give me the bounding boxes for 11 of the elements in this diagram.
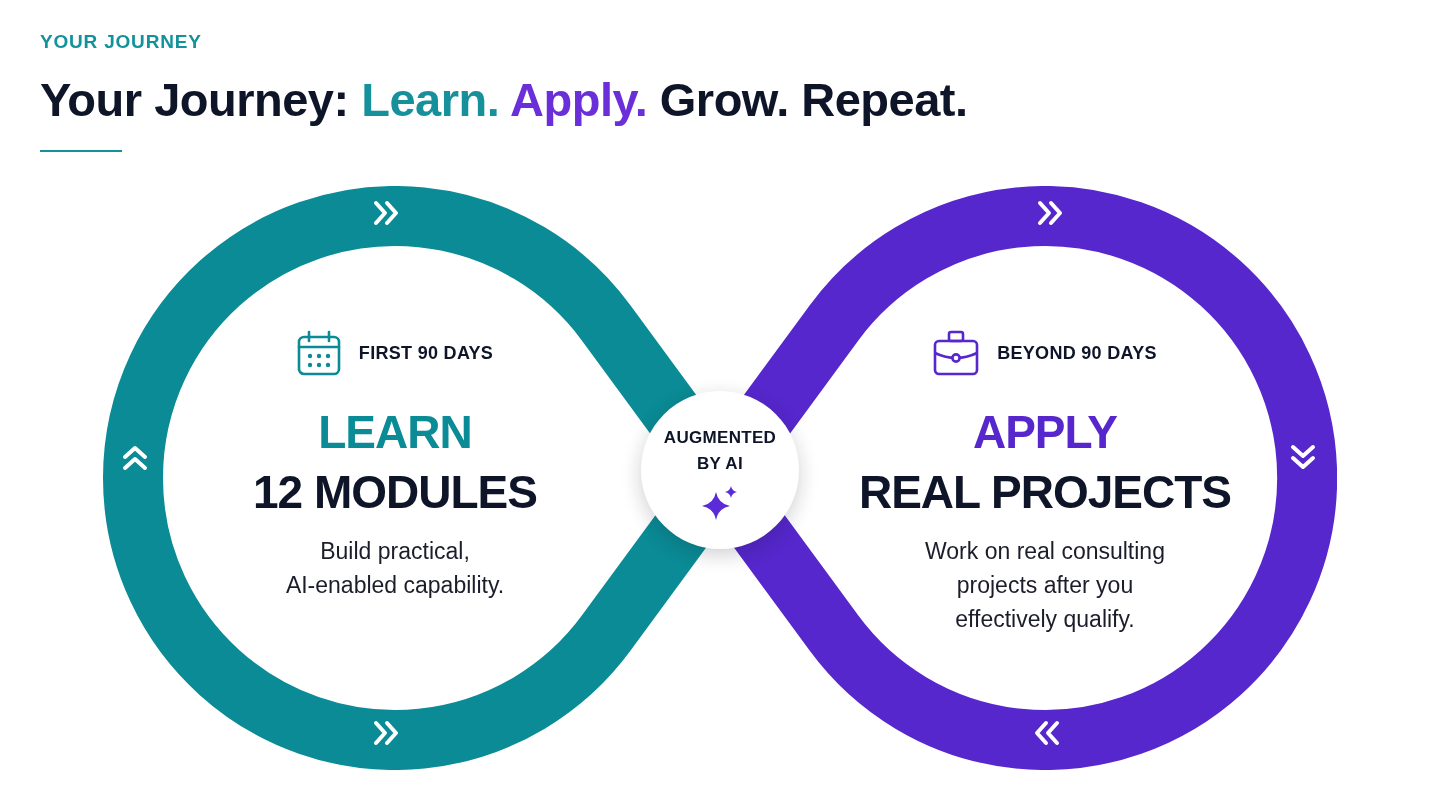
- phase-label: FIRST 90 DAYS: [358, 342, 494, 364]
- stage-heading: LEARN: [318, 405, 472, 460]
- hub-label: AUGMENTED BY AI: [662, 427, 778, 475]
- stage-description: Build practical, AI-enabled capability.: [284, 537, 506, 600]
- stage-description: Work on real consulting projects after you effectively qualify.: [924, 537, 1166, 634]
- phase-label: BEYOND 90 DAYS: [997, 342, 1157, 364]
- stage-heading: APPLY: [972, 405, 1118, 460]
- title-heading: Your Journey: Learn. Apply. Grow. Repeat.: [40, 72, 968, 128]
- stage-subheading: 12 MODULES: [253, 465, 537, 520]
- eyebrow-text: YOUR JOURNEY: [40, 30, 202, 54]
- stage-subheading: REAL PROJECTS: [858, 465, 1232, 520]
